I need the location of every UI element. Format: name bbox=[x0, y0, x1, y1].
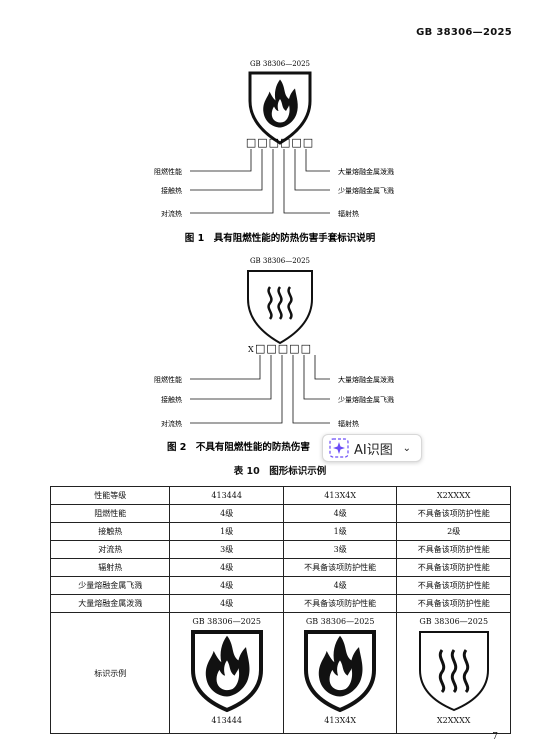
table-cell: 3级 bbox=[169, 540, 284, 559]
table-cell: 不具备该项防护性能 bbox=[396, 594, 511, 613]
table-cell: 4级 bbox=[169, 594, 284, 613]
figure-1: GB 38306—2025 □□□□□□ 阻燃性能 接触热 对流热 大量熔融金属… bbox=[154, 60, 394, 244]
figure-1-left-label: 阻燃性能 bbox=[154, 167, 182, 176]
row-header: 大量熔融金属泼溅 bbox=[49, 594, 171, 613]
column-header: 413444 bbox=[169, 486, 284, 505]
table-row: 大量熔融金属泼溅 4级 不具备该项防护性能 不具备该项防护性能 bbox=[49, 594, 511, 613]
row-header: 少量熔融金属飞溅 bbox=[49, 576, 171, 595]
example-cell: GB 38306—2025 X2XXXX bbox=[396, 612, 511, 734]
table-cell: 3级 bbox=[282, 540, 398, 559]
figure-1-code-boxes: □□□□□□ bbox=[246, 136, 314, 149]
graphic-mark-examples-table: 性能等级 413444 413X4X X2XXXX 阻燃性能 4级 4级 不具备… bbox=[49, 486, 511, 734]
figure-2: GB 38306—2025 X □□□□□ 阻燃性能 接触热 对流热 大量熔融金… bbox=[154, 257, 394, 453]
table-cell: 不具备该项防护性能 bbox=[396, 504, 511, 523]
table-cell: 4级 bbox=[169, 558, 284, 577]
table-cell: 4级 bbox=[282, 576, 398, 595]
table-row: 少量熔融金属飞溅 4级 4级 不具备该项防护性能 bbox=[49, 576, 511, 595]
figure-2-code-prefix: X bbox=[248, 345, 254, 354]
column-header: X2XXXX bbox=[396, 486, 511, 505]
example-cell: GB 38306—2025 413444 bbox=[169, 612, 284, 734]
figure-2-left-label: 对流热 bbox=[161, 419, 182, 428]
table-cell: 1级 bbox=[282, 522, 398, 541]
row-header: 辐射热 bbox=[49, 558, 171, 577]
table-example-row: 标识示例 GB 38306—2025 413444 GB 38306—2025 … bbox=[49, 612, 511, 734]
figure-2-left-label: 接触热 bbox=[161, 395, 182, 404]
standard-code-header: GB 38306—2025 bbox=[416, 27, 512, 38]
row-header: 接触热 bbox=[49, 522, 171, 541]
table-row: 辐射热 4级 不具备该项防护性能 不具备该项防护性能 bbox=[49, 558, 511, 577]
figure-1-left-label: 对流热 bbox=[161, 209, 182, 218]
table-cell: 不具备该项防护性能 bbox=[396, 558, 511, 577]
table-cell: 不具备该项防护性能 bbox=[396, 540, 511, 559]
example-code-label: X2XXXX bbox=[436, 716, 471, 725]
figure-2-standard-label: GB 38306—2025 bbox=[250, 257, 310, 265]
page-number: 7 bbox=[492, 732, 498, 742]
figure-1-standard-label: GB 38306—2025 bbox=[250, 60, 310, 68]
table-row: 对流热 3级 3级 不具备该项防护性能 bbox=[49, 540, 511, 559]
row-header: 对流热 bbox=[49, 540, 171, 559]
flame-shield-icon bbox=[190, 630, 263, 713]
figure-2-leader-lines bbox=[190, 355, 330, 424]
figure-2-right-label: 大量熔融金属泼溅 bbox=[338, 375, 394, 384]
figure-2-right-label: 辐射热 bbox=[338, 419, 359, 428]
ai-button-label: AI识图 bbox=[354, 442, 393, 458]
table-cell: 4级 bbox=[169, 504, 284, 523]
table-row: 阻燃性能 4级 4级 不具备该项防护性能 bbox=[49, 504, 511, 523]
figure-1-right-label: 少量熔融金属飞溅 bbox=[338, 186, 394, 195]
table-caption: 表 10 图形标识示例 bbox=[233, 466, 327, 477]
ai-image-recognition-button[interactable]: AI识图 ⌄ bbox=[322, 434, 422, 462]
figure-2-code-boxes: □□□□□ bbox=[255, 342, 312, 355]
figure-2-right-label: 少量熔融金属飞溅 bbox=[338, 395, 394, 404]
chevron-down-icon[interactable]: ⌄ bbox=[402, 442, 411, 454]
figure-1-left-label: 接触热 bbox=[161, 186, 182, 195]
figure-1-leader-lines bbox=[190, 149, 330, 214]
heat-shield-icon bbox=[418, 631, 489, 712]
figure-1-caption: 图 1 具有阻燃性能的防热伤害手套标识说明 bbox=[185, 232, 376, 244]
figure-1-right-label: 大量熔融金属泼溅 bbox=[338, 167, 394, 176]
figure-2-caption: 图 2 不具有阻燃性能的防热伤害 bbox=[167, 441, 310, 453]
figure-1-right-label: 辐射热 bbox=[338, 209, 359, 218]
sparkle-icon bbox=[329, 438, 349, 458]
table-cell: 2级 bbox=[396, 522, 511, 541]
row-header: 标识示例 bbox=[49, 612, 171, 734]
heat-shield-icon bbox=[247, 270, 313, 345]
example-code-label: 413X4X bbox=[324, 716, 357, 725]
table-cell: 4级 bbox=[282, 504, 398, 523]
table-row: 接触热 1级 1级 2级 bbox=[49, 522, 511, 541]
table-cell: 不具备该项防护性能 bbox=[282, 558, 398, 577]
example-standard-label: GB 38306—2025 bbox=[419, 617, 489, 626]
example-cell: GB 38306—2025 413X4X bbox=[282, 612, 398, 734]
table-cell: 不具备该项防护性能 bbox=[396, 576, 511, 595]
row-header: 阻燃性能 bbox=[49, 504, 171, 523]
row-header: 性能等级 bbox=[49, 486, 171, 505]
flame-shield-icon bbox=[304, 630, 377, 713]
flame-shield-icon bbox=[248, 71, 312, 145]
example-code-label: 413444 bbox=[211, 716, 242, 725]
table-cell: 1级 bbox=[169, 522, 284, 541]
column-header: 413X4X bbox=[282, 486, 398, 505]
figure-2-left-label: 阻燃性能 bbox=[154, 375, 182, 384]
example-standard-label: GB 38306—2025 bbox=[305, 617, 375, 626]
table-cell: 4级 bbox=[169, 576, 284, 595]
table-header-row: 性能等级 413444 413X4X X2XXXX bbox=[49, 486, 511, 505]
example-standard-label: GB 38306—2025 bbox=[192, 617, 261, 626]
table-cell: 不具备该项防护性能 bbox=[282, 594, 398, 613]
